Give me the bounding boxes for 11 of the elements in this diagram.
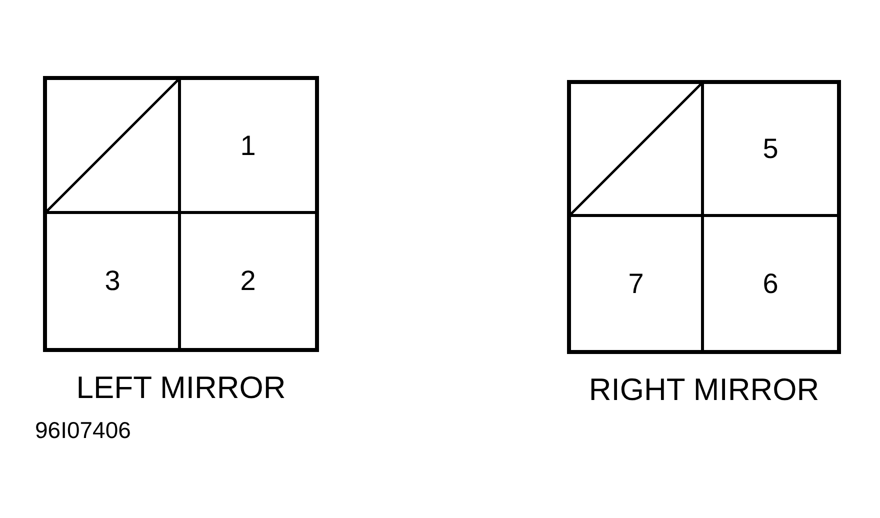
blank-cavity xyxy=(47,80,181,214)
terminal-cavity: 2 xyxy=(181,214,315,348)
terminal-cavity: 5 xyxy=(704,84,837,217)
terminal-cavity: 6 xyxy=(704,217,837,350)
connector-label: RIGHT MIRROR xyxy=(588,371,820,408)
terminal-cavity: 3 xyxy=(47,214,181,348)
figure-code: 96I07406 xyxy=(35,417,131,445)
connector-label: LEFT MIRROR xyxy=(75,369,287,406)
terminal-cavity: 1 xyxy=(181,80,315,214)
terminal-cavity: 7 xyxy=(571,217,704,350)
blank-cavity xyxy=(571,84,704,217)
